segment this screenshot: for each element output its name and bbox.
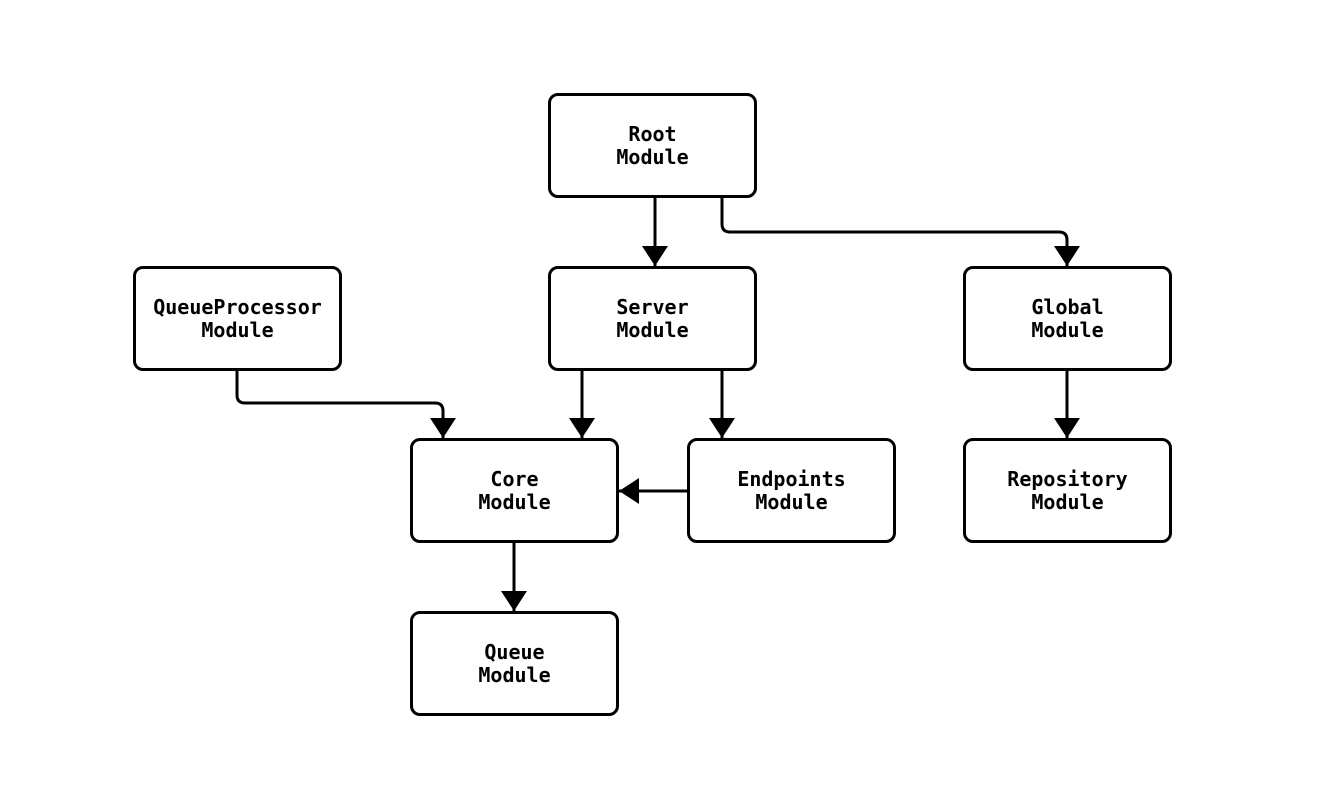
node-endpoints-module: Endpoints Module	[687, 438, 896, 543]
node-repository-module: Repository Module	[963, 438, 1172, 543]
edge-queueprocessor-module-to-core-module	[235, 371, 456, 438]
node-queue-module-label: Queue Module	[478, 639, 551, 687]
node-queueprocessor-module-label: QueueProcessor Module	[153, 294, 322, 342]
node-root-module-label: Root Module	[616, 121, 689, 169]
node-queueprocessor-module: QueueProcessor Module	[133, 266, 342, 371]
node-global-module-label: Global Module	[1031, 294, 1104, 342]
node-queue-module: Queue Module	[410, 611, 619, 716]
node-core-module: Core Module	[410, 438, 619, 543]
node-repository-module-label: Repository Module	[1007, 466, 1128, 514]
node-root-module: Root Module	[548, 93, 757, 198]
node-core-module-label: Core Module	[478, 466, 551, 514]
node-global-module: Global Module	[963, 266, 1172, 371]
edge-root-module-to-global-module	[720, 198, 1080, 266]
node-endpoints-module-label: Endpoints Module	[737, 466, 846, 514]
node-server-module: Server Module	[548, 266, 757, 371]
node-server-module-label: Server Module	[616, 294, 689, 342]
